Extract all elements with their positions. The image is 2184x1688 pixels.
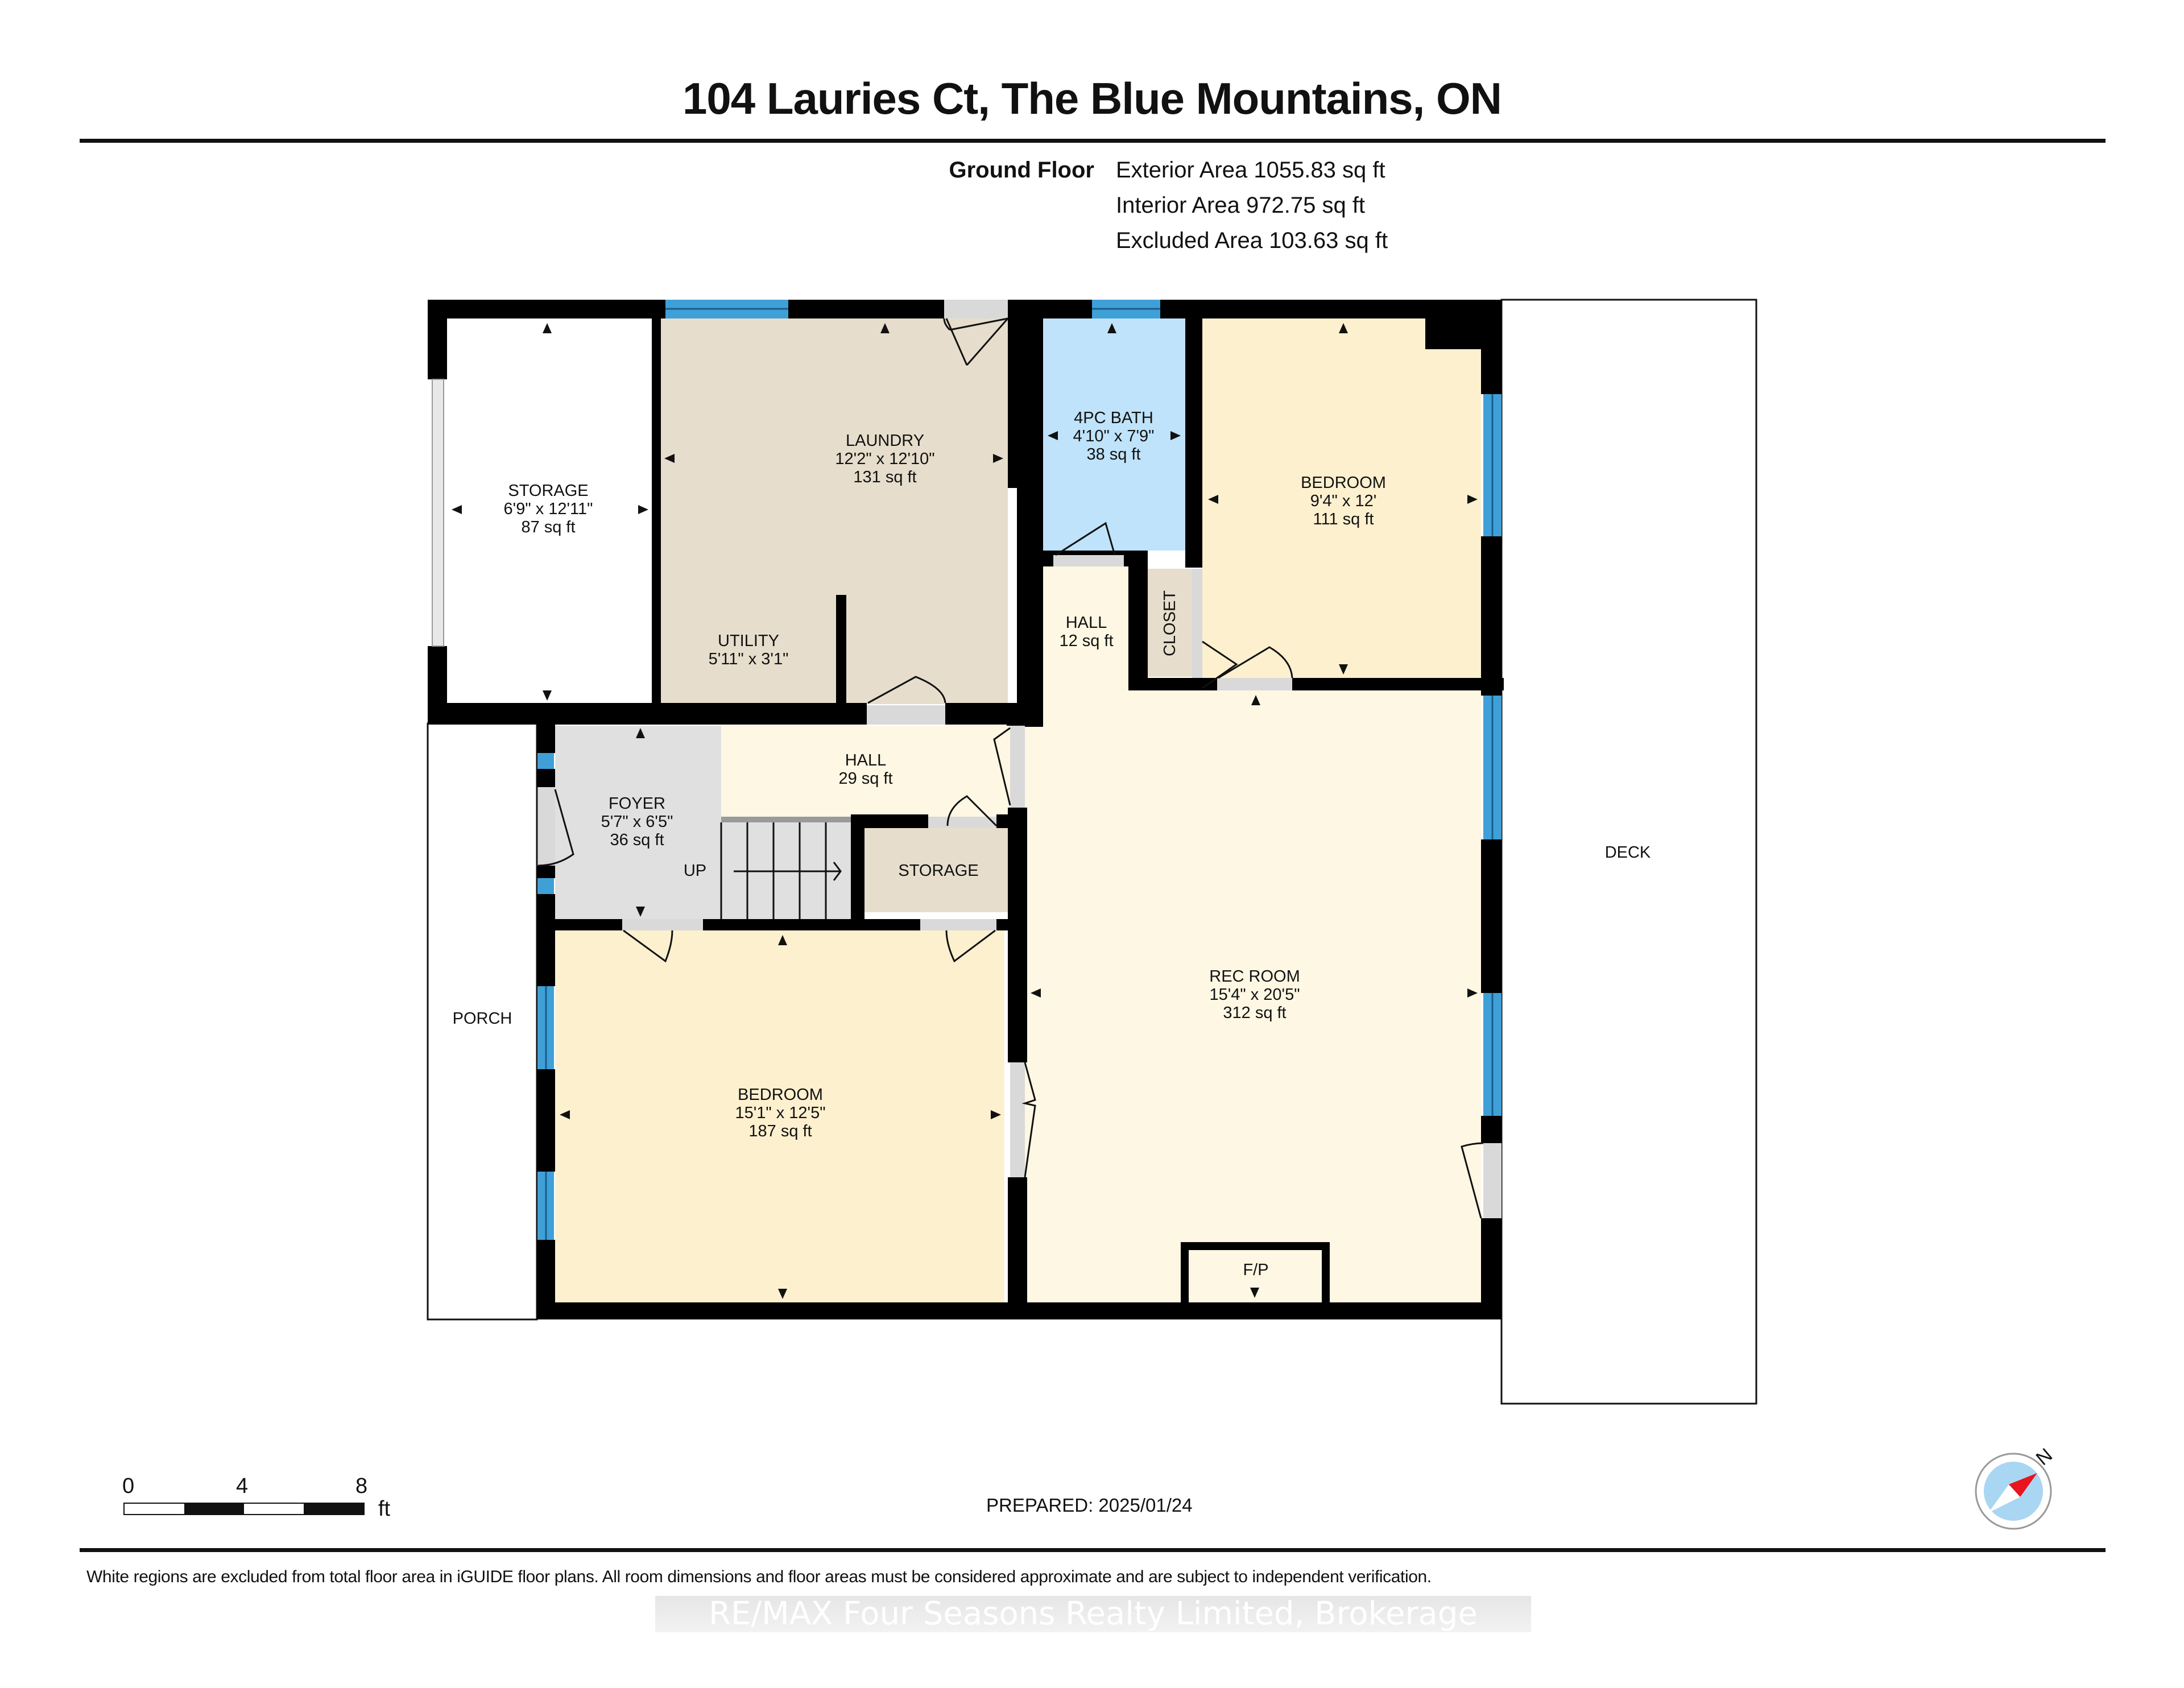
storage-north-fill [447,317,653,704]
svg-text:5'7" x 6'5": 5'7" x 6'5" [601,813,673,831]
svg-text:HALL: HALL [845,751,887,769]
footer-divider [80,1548,2106,1552]
svg-text:4PC BATH: 4PC BATH [1074,409,1153,427]
interior-area: Interior Area 972.75 sq ft [1116,193,1366,218]
room-laundry: LAUNDRY 12'2" x 12'10" 131 sq ft [835,432,934,486]
foyer-fill [555,726,721,921]
scale-bar: 0 4 8 ft [122,1474,390,1521]
svg-text:PORCH: PORCH [453,1010,512,1028]
room-utility: UTILITY 5'11" x 3'1" [709,632,789,668]
staircase [720,817,851,920]
svg-text:UTILITY: UTILITY [718,632,779,650]
window-bath-north [1092,300,1160,318]
svg-text:312 sq ft: 312 sq ft [1223,1004,1286,1022]
scale-unit: ft [378,1497,391,1521]
svg-text:4'10" x 7'9": 4'10" x 7'9" [1073,427,1155,445]
prepared-date: PREPARED: 2025/01/24 [986,1495,1193,1516]
room-rec-room: REC ROOM 15'4" x 20'5" 312 sq ft [1209,967,1300,1022]
room-bedroom-sw: BEDROOM 15'1" x 12'5" 187 sq ft [735,1086,825,1140]
hall-small-fill [1042,566,1133,703]
brokerage-watermark: RE/MAX Four Seasons Realty Limited, Brok… [655,1596,1531,1632]
room-4pc-bath: 4PC BATH 4'10" x 7'9" 38 sq ft [1073,409,1155,464]
room-hall-main: HALL 29 sq ft [838,751,892,788]
scale-tick-8: 8 [355,1474,368,1498]
rec-room-fill [1025,690,1481,1302]
svg-text:12 sq ft: 12 sq ft [1059,632,1113,650]
room-storage-small: STORAGE [898,862,978,880]
svg-text:UP: UP [684,862,706,880]
exterior-area: Exterior Area 1055.83 sq ft [1116,158,1385,183]
svg-text:LAUNDRY: LAUNDRY [846,432,924,450]
windows [432,300,1502,1240]
svg-text:38 sq ft: 38 sq ft [1086,445,1140,464]
scale-bar-graphic [123,1503,365,1515]
scale-tick-0: 0 [122,1474,135,1498]
window-rec-east-upper [1483,696,1502,839]
closet-fill [1148,569,1192,677]
svg-text:STORAGE: STORAGE [508,482,588,500]
dimension-markers [452,323,1478,1299]
page-title: 104 Lauries Ct, The Blue Mountains, ON [682,73,1502,123]
window-foyer-lower [538,878,554,894]
stairs-fill [721,817,851,921]
bath-fill [1042,317,1185,551]
svg-text:15'1" x 12'5": 15'1" x 12'5" [735,1104,825,1122]
hall-main-fill [721,726,1017,817]
deck-area [1500,299,1757,1405]
window-rec-east-lower [1483,993,1502,1116]
window-foyer-upper [538,753,554,769]
svg-text:5'11" x 3'1": 5'11" x 3'1" [709,650,789,668]
svg-text:12'2" x 12'10": 12'2" x 12'10" [835,450,934,468]
stairs-up-label: UP [684,862,706,880]
compass-north-icon: N [1975,1445,2057,1530]
svg-text:36 sq ft: 36 sq ft [610,831,664,849]
porch-area [427,722,538,1321]
svg-text:9'4" x 12': 9'4" x 12' [1310,492,1377,510]
room-foyer: FOYER 5'7" x 6'5" 36 sq ft [601,795,673,849]
door-openings [538,300,1502,1218]
svg-text:87 sq ft: 87 sq ft [521,518,575,536]
room-storage-north: STORAGE 6'9" x 12'11" 87 sq ft [504,482,593,536]
room-bedroom-ne: BEDROOM 9'4" x 12' 111 sq ft [1301,474,1386,528]
room-closet: CLOSET [1161,590,1179,656]
svg-text:FOYER: FOYER [609,795,665,813]
door-swings [537,317,1484,1219]
svg-text:6'9" x 12'11": 6'9" x 12'11" [504,500,593,518]
svg-text:187 sq ft: 187 sq ft [748,1122,812,1140]
bedroom-sw-fill [555,930,1004,1302]
svg-text:15'4" x 20'5": 15'4" x 20'5" [1209,986,1300,1004]
svg-text:DECK: DECK [1605,843,1651,862]
window-bedroom-sw-upper [538,986,554,1069]
svg-text:BEDROOM: BEDROOM [1301,474,1386,492]
window-laundry-north [665,300,788,318]
walls [428,300,1504,1319]
title-divider [80,139,2106,143]
svg-text:F/P: F/P [1243,1261,1268,1279]
room-porch: PORCH [453,1010,512,1028]
svg-text:131 sq ft: 131 sq ft [853,468,916,486]
window-bedroom-ne-east [1483,394,1502,536]
room-hall-small: HALL 12 sq ft [1059,614,1113,650]
disclaimer-text: White regions are excluded from total fl… [86,1567,1432,1586]
room-deck: DECK [1605,843,1651,862]
bedroom-ne-fill [1202,317,1481,681]
window-bedroom-sw-lower [538,1172,554,1240]
fireplace-label: F/P [1243,1261,1268,1279]
scale-tick-4: 4 [236,1474,249,1498]
excluded-area: Excluded Area 103.63 sq ft [1116,228,1388,253]
storage-small-fill [864,828,1015,912]
storage-west-opening [432,379,444,647]
svg-text:29 sq ft: 29 sq ft [838,769,892,788]
svg-text:BEDROOM: BEDROOM [738,1086,823,1104]
floor-label: Ground Floor [949,158,1094,183]
svg-text:HALL: HALL [1066,614,1107,632]
svg-text:STORAGE: STORAGE [898,862,978,880]
svg-text:REC ROOM: REC ROOM [1209,967,1300,986]
utility-fill [662,604,838,700]
svg-text:111 sq ft: 111 sq ft [1313,510,1374,528]
svg-text:CLOSET: CLOSET [1161,590,1179,656]
